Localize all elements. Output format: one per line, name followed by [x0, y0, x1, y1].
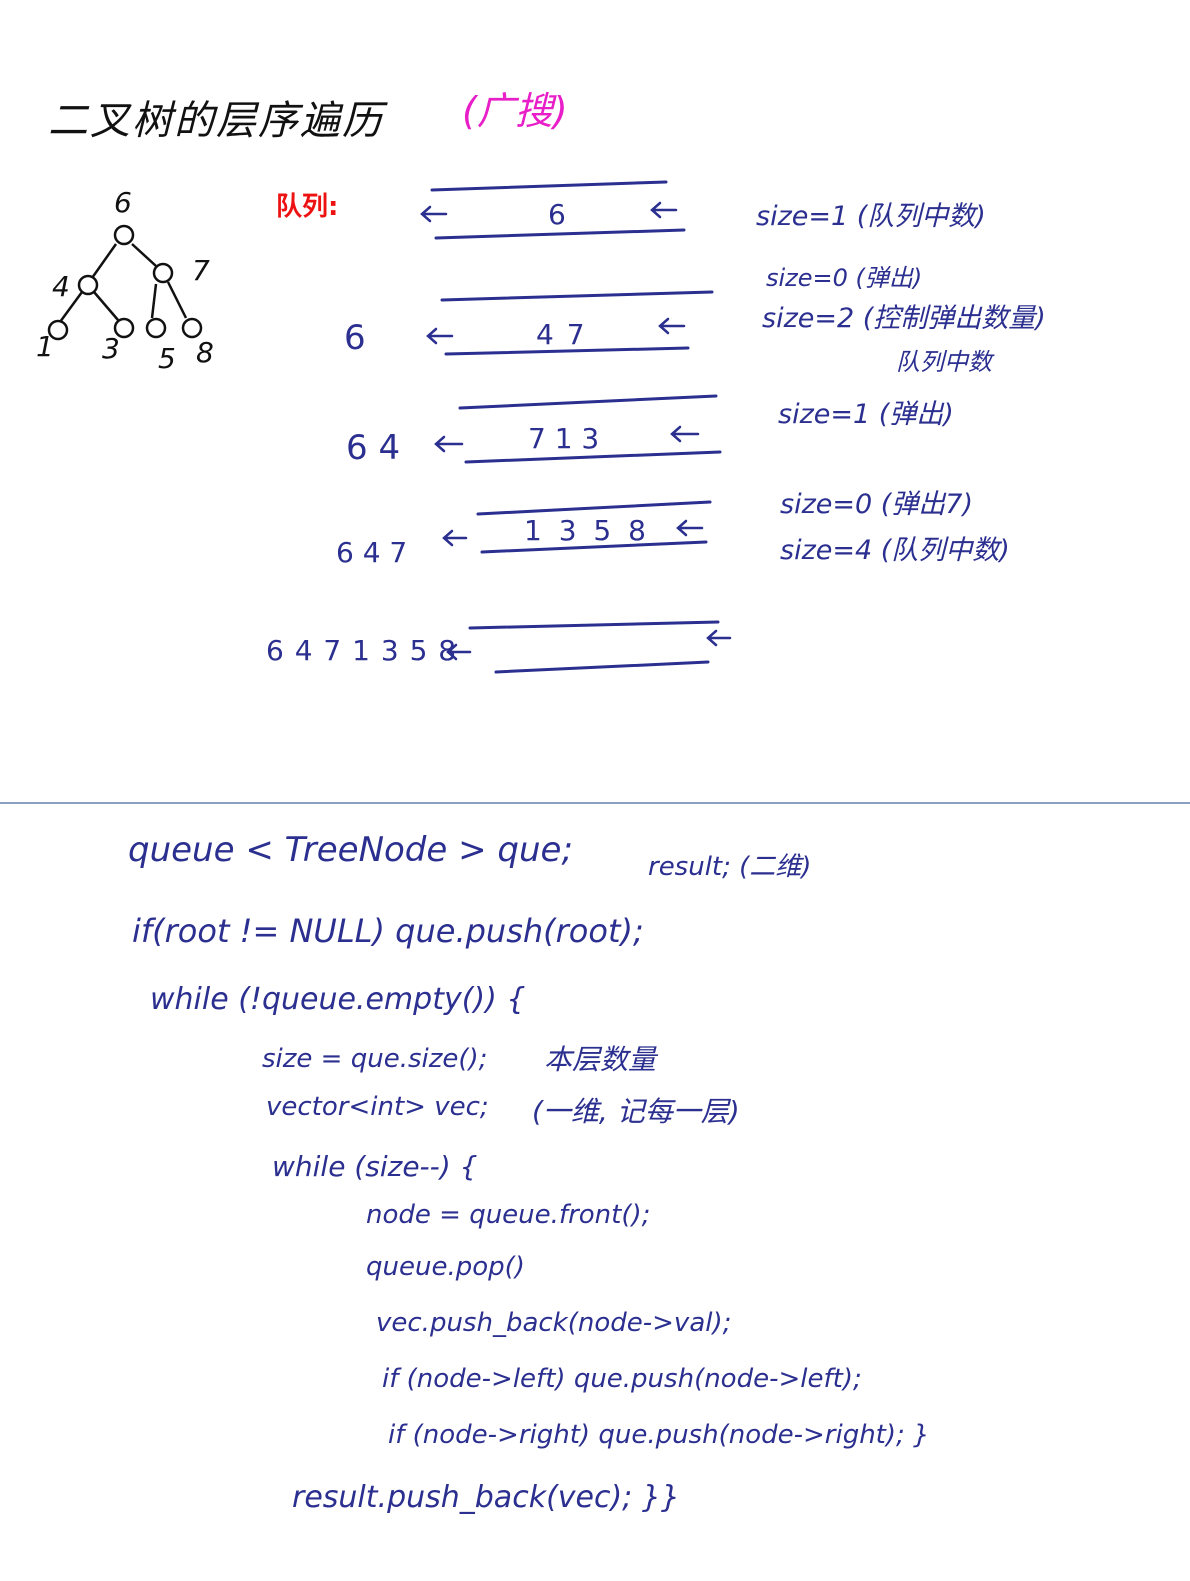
output-row-4: 6 4 7: [336, 536, 408, 569]
tree-nodes: [47, 224, 203, 341]
arrow-in-5: [706, 629, 732, 647]
tree-node-1: [47, 319, 69, 341]
note-row-1: size=1 (队列中数): [756, 201, 986, 232]
code-size-note: 本层数量: [544, 1043, 657, 1076]
tree-label-5: 5: [158, 342, 176, 375]
code-result-push: result.push_back(vec); }}: [292, 1480, 680, 1515]
code-queue-decl: queue < TreeNode > que;: [128, 830, 573, 870]
code-vec-note: (一维, 记每一层): [532, 1095, 740, 1128]
note-row-4-line-1: size=0 (弹出7): [780, 489, 973, 520]
tree-node-4: [77, 274, 99, 296]
note-row-3: size=1 (弹出): [778, 399, 954, 430]
code-result-note: result; (二维): [648, 852, 812, 882]
arrow-in-2: [658, 317, 686, 335]
tree-label-8: 8: [196, 336, 214, 369]
arrow-out-4: [442, 529, 468, 547]
tree-node-5: [145, 317, 167, 339]
page-subtitle: (广搜): [462, 89, 568, 133]
code-if-right: if (node->right) que.push(node->right); …: [388, 1420, 930, 1450]
queue-arrows: [420, 201, 732, 661]
arrow-out-3: [434, 435, 464, 453]
queue-label: 队列:: [276, 192, 339, 222]
queue-rails: [430, 180, 722, 674]
note-row-2-line-1: size=0 (弹出): [766, 264, 923, 292]
note-row-2-line-2: size=2 (控制弹出数量): [762, 303, 1046, 334]
arrow-in-3: [670, 425, 700, 443]
page-title: 二叉树的层序遍历: [48, 98, 384, 144]
tree-node-3: [113, 317, 135, 339]
code-size-line: size = que.size();: [262, 1044, 488, 1074]
queue-row-4-contents: 1 3 5 8: [524, 514, 650, 547]
tree-label-4: 4: [52, 270, 70, 303]
code-push-back-line: vec.push_back(node->val);: [376, 1308, 732, 1338]
note-row-4-line-2: size=4 (队列中数): [780, 535, 1010, 566]
tree-label-7: 7: [192, 254, 210, 287]
arrow-in-4: [676, 519, 704, 537]
queue-row-3-contents: 7 1 3: [528, 422, 600, 455]
arrow-out-5: [446, 643, 472, 661]
note-row-2-line-3: 队列中数: [896, 348, 992, 376]
tree-node-7: [152, 262, 174, 284]
tree-label-3: 3: [102, 332, 120, 365]
code-while-outer: while (!queue.empty()) {: [150, 982, 526, 1017]
tree-node-8: [181, 317, 203, 339]
code-pop-line: queue.pop(): [366, 1252, 525, 1282]
code-node-line: node = queue.front();: [366, 1200, 651, 1230]
queue-row-1-contents: 6: [548, 198, 566, 231]
tree-edges: [58, 243, 188, 323]
tree-label-1: 1: [36, 330, 54, 363]
tree-node-root: [113, 224, 135, 246]
code-if-left: if (node->left) que.push(node->left);: [382, 1364, 862, 1394]
output-row-2: 6: [344, 318, 366, 358]
arrow-out-1: [420, 205, 448, 223]
output-row-3: 6 4: [346, 428, 401, 468]
code-vec-line: vector<int> vec;: [266, 1092, 489, 1122]
queue-row-2-contents: 4 7: [536, 318, 587, 351]
arrow-out-2: [426, 327, 454, 345]
tree-label-root: 6: [114, 186, 132, 219]
output-row-5: 6 4 7 1 3 5 8: [266, 634, 458, 667]
arrow-in-1: [650, 201, 678, 219]
code-while-inner: while (size--) {: [272, 1150, 478, 1183]
code-if-root: if(root != NULL) que.push(root);: [132, 912, 644, 950]
